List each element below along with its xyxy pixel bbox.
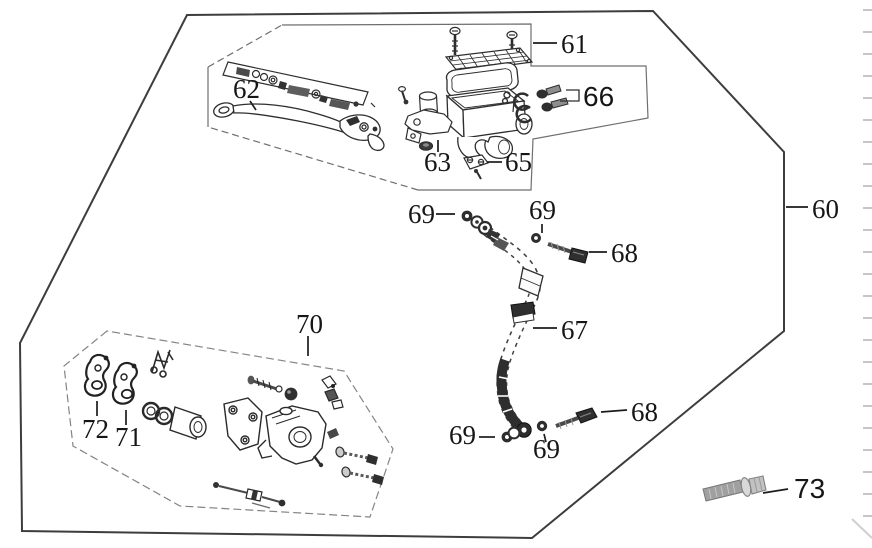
flange-bolt-73-drawing bbox=[702, 475, 767, 502]
hose-lower-fittings-drawing bbox=[501, 420, 548, 443]
lever-repair-kit-drawing bbox=[222, 61, 376, 110]
caliper-body-drawing bbox=[257, 405, 339, 468]
callout-62: 62 bbox=[233, 74, 260, 104]
callout-71: 71 bbox=[115, 422, 142, 452]
sealing-washer-69-upper-right-drawing bbox=[531, 233, 541, 243]
callout-66: 66 bbox=[583, 81, 614, 112]
piston-boot-and-clamp-drawing bbox=[398, 85, 453, 151]
callout-63: 63 bbox=[424, 147, 451, 177]
brake-pad-72-drawing bbox=[83, 353, 110, 397]
callout-70: 70 bbox=[296, 309, 323, 339]
brake-hose-67-drawing bbox=[483, 226, 544, 432]
banjo-bolt-68-upper-drawing bbox=[547, 241, 589, 264]
callout-69-upper-right: 69 bbox=[529, 195, 556, 225]
outer-boundary bbox=[18, 9, 785, 540]
sealing-washers-69-upper-drawing bbox=[461, 210, 509, 251]
callout-61: 61 bbox=[561, 29, 588, 59]
caliper-group-boundary bbox=[63, 330, 394, 518]
banjo-bolt-68-lower-drawing bbox=[555, 407, 598, 430]
caliper-slide-pin-drawing bbox=[247, 375, 298, 401]
page-edge-ticks bbox=[851, 9, 872, 539]
pad-retaining-pin-drawing bbox=[213, 482, 286, 509]
callout-73: 73 bbox=[794, 473, 825, 504]
callout-69-upper-left: 69 bbox=[408, 199, 435, 229]
callout-60: 60 bbox=[812, 194, 839, 224]
callout-65: 65 bbox=[505, 147, 532, 177]
brake-pad-71-drawing bbox=[111, 361, 138, 405]
pad-spring-clip-drawing bbox=[150, 349, 174, 378]
caliper-mount-bolts-drawing bbox=[335, 446, 384, 485]
pad-pin-clips-drawing bbox=[321, 375, 344, 410]
callout-69-lower-center: 69 bbox=[533, 434, 560, 464]
caliper-bracket-plate-drawing bbox=[223, 397, 263, 451]
callout-labels: 60 61 62 63 65 66 67 68 68 69 69 69 69 7… bbox=[82, 29, 839, 504]
clamp-bracket-65-drawing bbox=[463, 154, 489, 180]
callout-72: 72 bbox=[82, 414, 109, 444]
caliper-piston-seals-drawing bbox=[141, 401, 207, 440]
master-cylinder-group-boundary bbox=[207, 23, 649, 191]
callout-leader-lines bbox=[96, 42, 808, 494]
banjo-bolts-66-drawing bbox=[501, 84, 580, 124]
callout-68-lower: 68 bbox=[631, 397, 658, 427]
brake-lever-drawing bbox=[213, 102, 385, 152]
callout-67: 67 bbox=[561, 315, 588, 345]
callout-68-upper: 68 bbox=[611, 238, 638, 268]
callout-69-lower-left: 69 bbox=[449, 420, 476, 450]
